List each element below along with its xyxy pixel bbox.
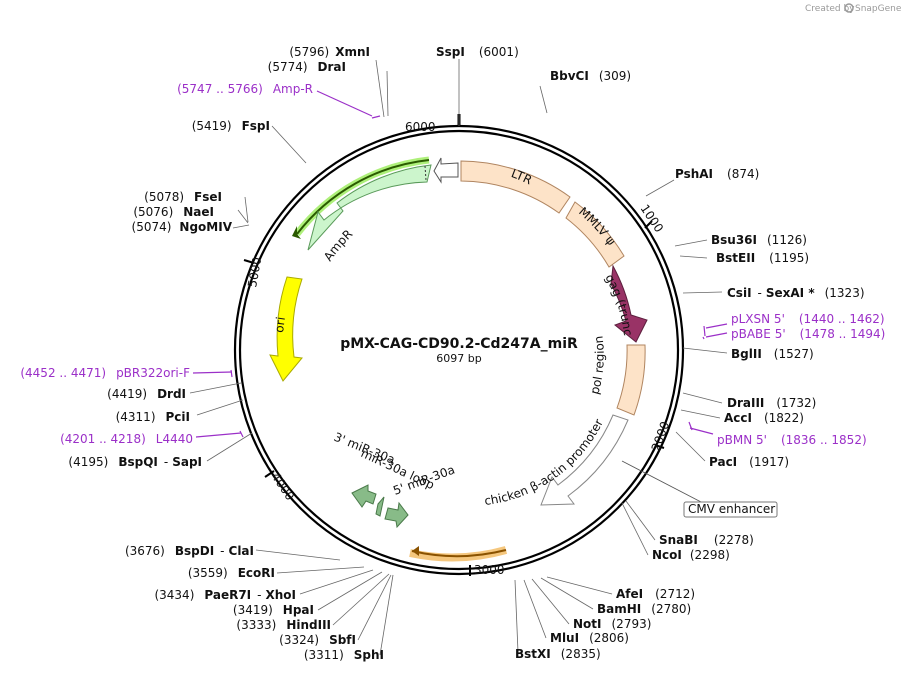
primer-l4440[interactable]: (4201 .. 4218)L4440 (60, 432, 193, 446)
cmv-enhancer-box (683, 501, 778, 518)
enzyme-labels: SspI(6001) BbvCI(309) PshAI(874) Bsu36I(… (68, 45, 864, 662)
enzyme-bglii[interactable]: BglII(1527) (731, 347, 814, 361)
enzyme-ecori[interactable]: (3559)EcoRI (188, 566, 275, 580)
mir-30a-loop-feature (375, 496, 385, 517)
tick-3000: 3000 (474, 563, 505, 577)
plasmid-name: pMX-CAG-CD90.2-Cd247A_miR (340, 336, 578, 352)
enzyme-bsu36i[interactable]: Bsu36I(1126) (711, 233, 807, 247)
features: LTR MMLV ψ gag (truncated) pol region ch… (0, 0, 778, 562)
plasmid-title: pMX-CAG-CD90.2-Cd247A_miR 6097 bp (340, 336, 578, 365)
primer-pbmn-5[interactable]: pBMN 5'(1836 .. 1852) (717, 433, 867, 447)
enzyme-bbvci[interactable]: BbvCI(309) (550, 69, 631, 83)
enzyme-noti[interactable]: NotI(2793) (573, 617, 651, 631)
ori-arrow (269, 276, 303, 382)
gag-arrow (610, 264, 648, 343)
enzyme-acci[interactable]: AccI(1822) (724, 411, 804, 425)
enzyme-mlui[interactable]: MluI(2806) (550, 631, 629, 645)
enzyme-sphi[interactable]: (3311)SphI (304, 648, 384, 662)
enzyme-bstxi[interactable]: BstXI(2835) (515, 647, 601, 661)
enzyme-sbfi[interactable]: (3324)SbfI (279, 633, 356, 647)
snapgene-credit: Created by SnapGene (805, 3, 902, 14)
enzyme-ngomiv[interactable]: (5074)NgoMIV (132, 220, 233, 234)
primer-plxsn-5[interactable]: pLXSN 5'(1440 .. 1462) (731, 312, 885, 326)
enzyme-afei[interactable]: AfeI(2712) (616, 587, 695, 601)
ampr-label: AmpR (321, 227, 355, 264)
mir-30a-3prime-arrow (351, 484, 377, 508)
ltr-feature (460, 160, 571, 214)
enzyme-paer7i-xhoi[interactable]: (3434)PaeR7I-XhoI (154, 588, 296, 602)
svg-text:SnapGene: SnapGene (855, 4, 902, 14)
enzyme-fsei[interactable]: (5078)FseI (144, 190, 222, 204)
enzyme-drdi[interactable]: (4419)DrdI (107, 387, 186, 401)
enzyme-bamhi[interactable]: BamHI(2780) (597, 602, 691, 616)
enzyme-snabi[interactable]: SnaBI(2278) (659, 533, 754, 547)
primer-pbabe-5[interactable]: pBABE 5'(1478 .. 1494) (731, 327, 885, 341)
enzyme-ncoi[interactable]: NcoI(2298) (652, 548, 730, 562)
tick-6000: 6000 (405, 120, 436, 134)
enzyme-fspi[interactable]: (5419)FspI (192, 119, 270, 133)
enzyme-csii-sexai[interactable]: CsiI-SexAI *(1323) (727, 286, 865, 300)
primer-marks (192, 90, 728, 438)
enzyme-bspqi-sapi[interactable]: (4195)BspQI-SapI (68, 455, 202, 469)
enzyme-pshai[interactable]: PshAI(874) (675, 167, 759, 181)
enzyme-bsteii[interactable]: BstEII(1195) (716, 251, 809, 265)
enzyme-bspdi-clai[interactable]: (3676)BspDI-ClaI (125, 544, 254, 558)
enzyme-pcii[interactable]: (4311)PciI (116, 410, 190, 424)
enzyme-drai[interactable]: (5774)DraI (268, 60, 346, 74)
snapgene-logo-icon (844, 3, 854, 13)
enzyme-hpai[interactable]: (3419)HpaI (233, 603, 314, 617)
tick-5000: 5000 (245, 256, 264, 289)
mir-30a-3prime-label: 3' miR-30a (332, 430, 397, 467)
mmlv-psi-feature (565, 201, 625, 268)
ampr-promoter-arrow (433, 157, 459, 184)
leader-lines (189, 59, 728, 656)
enzyme-xmni[interactable]: (5796)XmnI (289, 45, 370, 59)
ori-label: ori (272, 316, 288, 333)
pol-region-label: pol region (587, 335, 606, 396)
tick-4000: 4000 (269, 470, 298, 503)
enzyme-naei[interactable]: (5076)NaeI (133, 205, 214, 219)
enzyme-sspi[interactable]: SspI(6001) (436, 45, 519, 59)
plasmid-size: 6097 bp (436, 352, 481, 365)
primer-labels: (5747 .. 5766)Amp-R pLXSN 5'(1440 .. 146… (20, 82, 885, 447)
cmv-enhancer-label: CMV enhancer (688, 502, 775, 516)
pol-region-feature (616, 344, 646, 416)
enzyme-draiii[interactable]: DraIII(1732) (727, 396, 816, 410)
svg-text:Created by: Created by (805, 4, 855, 14)
enzyme-hindiii[interactable]: (3333)HindIII (236, 618, 331, 632)
primer-amp-r[interactable]: (5747 .. 5766)Amp-R (177, 82, 313, 96)
tick-2000: 2000 (649, 420, 673, 453)
chicken-beta-actin-promoter-arrow (540, 414, 629, 506)
ampr-arrow (307, 164, 432, 251)
enzyme-paci[interactable]: PacI(1917) (709, 455, 789, 469)
mir-30a-5prime-arrow (384, 501, 409, 529)
primer-pbr322ori-f[interactable]: (4452 .. 4471)pBR322ori-F (20, 366, 190, 380)
